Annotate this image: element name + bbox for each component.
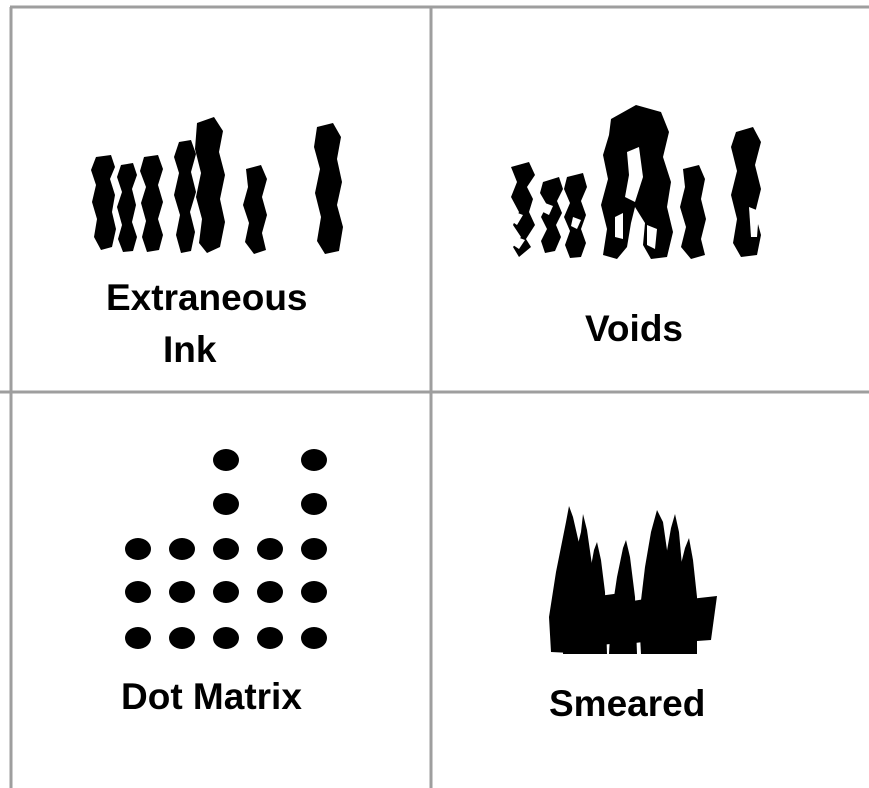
blob-glyph-5 <box>195 117 225 253</box>
void-hole-6 <box>615 213 623 239</box>
blob-glyph-4 <box>174 140 196 253</box>
blob-glyph-7 <box>314 123 343 254</box>
void-glyph-2 <box>540 177 563 253</box>
dot <box>213 538 239 560</box>
panel-dot-matrix: Dot Matrix <box>11 392 431 772</box>
dot <box>301 538 327 560</box>
panel-voids: Voids <box>431 7 851 387</box>
blob-glyph-6 <box>243 165 267 254</box>
blob-glyph-2 <box>117 163 137 252</box>
blob-glyph-3 <box>140 155 163 252</box>
dot <box>169 627 195 649</box>
panel-extraneous-ink: Extraneous Ink <box>11 7 431 387</box>
smeared-label: Smeared <box>549 679 705 728</box>
dot <box>213 493 239 515</box>
blob-glyph-1 <box>91 155 116 250</box>
panel-smeared: Smeared <box>431 392 851 772</box>
dot <box>125 538 151 560</box>
dot <box>169 581 195 603</box>
dot <box>301 449 327 471</box>
void-glyph-6 <box>731 127 761 257</box>
dot <box>257 538 283 560</box>
dot-matrix-label: Dot Matrix <box>121 672 302 721</box>
void-glyph-5 <box>680 165 706 259</box>
extraneous-ink-label-line-1: Extraneous <box>106 273 308 322</box>
smear-block-1 <box>591 592 629 646</box>
dot <box>301 493 327 515</box>
dot <box>257 627 283 649</box>
dot <box>213 627 239 649</box>
smear-block-3 <box>681 596 717 642</box>
extraneous-ink-label-line-2: Ink <box>163 325 216 374</box>
dot <box>125 627 151 649</box>
voids-label: Voids <box>585 304 683 353</box>
dot <box>213 449 239 471</box>
extraneous-ink-glyphs <box>11 7 431 387</box>
dot <box>257 581 283 603</box>
dot <box>169 538 195 560</box>
void-glyph-3 <box>564 173 587 258</box>
dot <box>213 581 239 603</box>
smear-block-2 <box>627 599 645 644</box>
dot <box>301 581 327 603</box>
dot <box>125 581 151 603</box>
dot <box>301 627 327 649</box>
